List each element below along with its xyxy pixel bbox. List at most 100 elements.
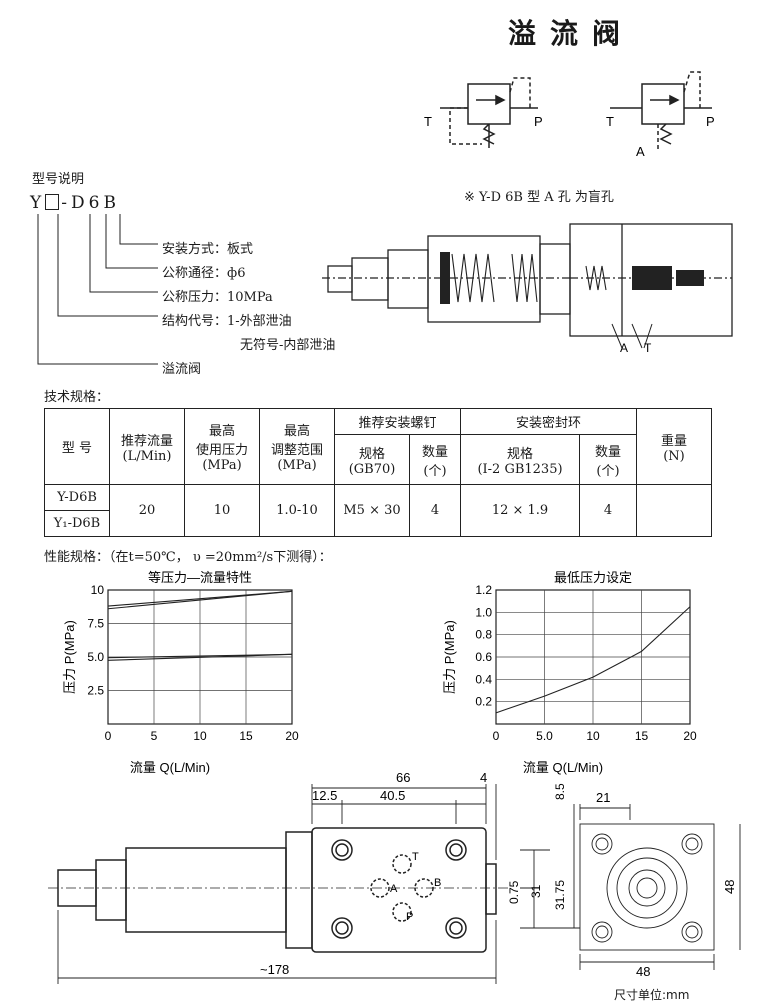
dim-0-75: 0.75 <box>507 880 521 904</box>
annotation-valve: 溢流阀 <box>162 362 202 377</box>
header-adj-range: 最高调整范围(MPa) <box>259 408 335 485</box>
symbol-note: ※ Y-D 6B 型 A 孔 为盲孔 <box>464 190 614 205</box>
annotation-bore: 公称通径：ф6 <box>162 266 246 281</box>
x-tick-label: 5.0 <box>536 729 553 743</box>
y-axis-label: 压力 P(MPa) <box>442 620 457 694</box>
x-tick-label: 15 <box>635 729 649 743</box>
header-seal-qty: 数量(个) <box>579 434 637 485</box>
dim-lines <box>57 784 741 984</box>
unit-note: 尺寸单位:mm <box>614 988 690 1002</box>
header-flow: 推荐流量(L/Min) <box>109 408 185 485</box>
series-line <box>107 590 293 607</box>
chart-title: 等压力—流量特性 <box>148 570 252 585</box>
hydraulic-symbols: T P T P A <box>424 71 715 159</box>
dim-178: ~178 <box>260 962 289 977</box>
y-tick-label: 0.6 <box>475 650 492 664</box>
x-tick-label: 20 <box>683 729 697 743</box>
y-tick-label: 0.2 <box>475 695 492 709</box>
port-b-label: B <box>434 877 441 889</box>
y-axis-label: 压力 P(MPa) <box>62 620 77 694</box>
valve-section-drawing: A T <box>322 223 733 354</box>
performance-heading: 性能规格：（在t=50℃， υ =20mm²/s下测得）： <box>44 550 332 565</box>
port-p-label: P <box>406 911 413 923</box>
chart-title: 最低压力设定 <box>554 570 632 585</box>
dim-48-side: 48 <box>722 880 737 894</box>
y-tick-label: 0.4 <box>475 672 492 686</box>
row-model-1: Y-D6B <box>44 484 110 511</box>
model-leader-lines <box>37 214 158 365</box>
header-model: 型 号 <box>44 408 110 485</box>
y-tick-label: 1.2 <box>475 583 492 597</box>
y-tick-label: 10 <box>91 583 105 597</box>
header-max-pressure: 最高使用压力(MPa) <box>184 408 260 485</box>
annotation-pressure: 公称压力：10MPa <box>162 290 273 305</box>
x-axis-label: 流量 Q(L/Min) <box>130 760 210 775</box>
series-line <box>107 653 293 659</box>
annotation-install: 安装方式：板式 <box>162 242 254 257</box>
x-tick-label: 0 <box>105 729 112 743</box>
symbol-right-a-label: A <box>636 144 645 159</box>
symbol-left-p-label: P <box>534 114 543 129</box>
annotation-structure: 结构代号：1-外部泄油 <box>162 314 292 329</box>
header-screw-spec: 规格(GB70) <box>334 434 410 485</box>
dim-31-75: 31.75 <box>553 880 567 910</box>
dim-40-5: 40.5 <box>380 788 405 803</box>
header-weight: 重量(N) <box>636 408 712 485</box>
x-axis-label: 流量 Q(L/Min) <box>523 760 603 775</box>
section-port-t: T <box>644 341 652 354</box>
model-code-box <box>45 194 60 210</box>
symbol-right <box>610 71 712 150</box>
y-tick-label: 1.0 <box>475 605 492 619</box>
port-t-label: T <box>412 851 419 863</box>
row-model-2: Y₁-D6B <box>44 510 110 537</box>
dim-31: 31 <box>529 884 543 898</box>
model-code-char: D <box>70 193 87 213</box>
x-tick-label: 10 <box>193 729 207 743</box>
section-port-a: A <box>620 341 628 354</box>
model-code-char: 6 <box>88 193 102 213</box>
dim-21: 21 <box>596 790 610 805</box>
spring-coils <box>451 253 607 303</box>
x-tick-label: 20 <box>285 729 299 743</box>
header-seal-spec: 规格(I-2 GB1235) <box>460 434 580 485</box>
annotation-structure-alt: 无符号-内部泄油 <box>240 338 336 353</box>
cell-screw-qty: 4 <box>409 484 461 537</box>
header-screw-qty: 数量(个) <box>409 434 461 485</box>
model-code-char: - <box>61 193 69 213</box>
x-tick-label: 10 <box>586 729 600 743</box>
symbol-left <box>440 77 538 148</box>
model-heading: 型号说明 <box>32 172 85 187</box>
cell-adj-range: 1.0-10 <box>259 484 335 537</box>
symbol-right-t-label: T <box>606 114 614 129</box>
header-screws: 推荐安装螺钉 <box>334 408 461 435</box>
port-a-label: A <box>390 883 398 895</box>
y-tick-label: 5.0 <box>87 650 104 664</box>
x-tick-label: 5 <box>151 729 158 743</box>
x-tick-label: 15 <box>239 729 253 743</box>
x-tick-label: 0 <box>493 729 500 743</box>
y-tick-label: 7.5 <box>87 617 104 631</box>
header-seal: 安装密封环 <box>460 408 637 435</box>
dimension-drawing: T A B P 66 4 12.5 40.5 ~178 0.75 31 31.7… <box>48 770 741 984</box>
cell-screw-spec: M5 × 30 <box>334 484 410 537</box>
page-title: 溢流阀 <box>508 17 635 50</box>
cell-seal-qty: 4 <box>579 484 637 537</box>
symbol-right-p-label: P <box>706 114 715 129</box>
dim-12-5: 12.5 <box>312 788 337 803</box>
cell-flow: 20 <box>109 484 185 537</box>
y-tick-label: 2.5 <box>87 684 104 698</box>
model-code-char: Y <box>30 193 44 213</box>
dim-8-5: 8.5 <box>553 783 567 800</box>
y-tick-label: 0.8 <box>475 628 492 642</box>
cell-max-pressure: 10 <box>184 484 260 537</box>
model-code-char: B <box>103 193 118 213</box>
dim-4: 4 <box>480 770 487 785</box>
cell-seal-spec: 12 × 1.9 <box>460 484 580 537</box>
symbol-left-t-label: T <box>424 114 432 129</box>
series-line <box>495 606 691 714</box>
side-view <box>48 827 510 953</box>
chart-pressure-flow: 等压力—流量特性 0 5 10 15 20 2.5 5.0 7.5 10 流量 Q(L/Min) 压力… <box>62 570 299 775</box>
spec-heading: 技术规格： <box>44 390 110 405</box>
dim-66: 66 <box>396 770 410 785</box>
